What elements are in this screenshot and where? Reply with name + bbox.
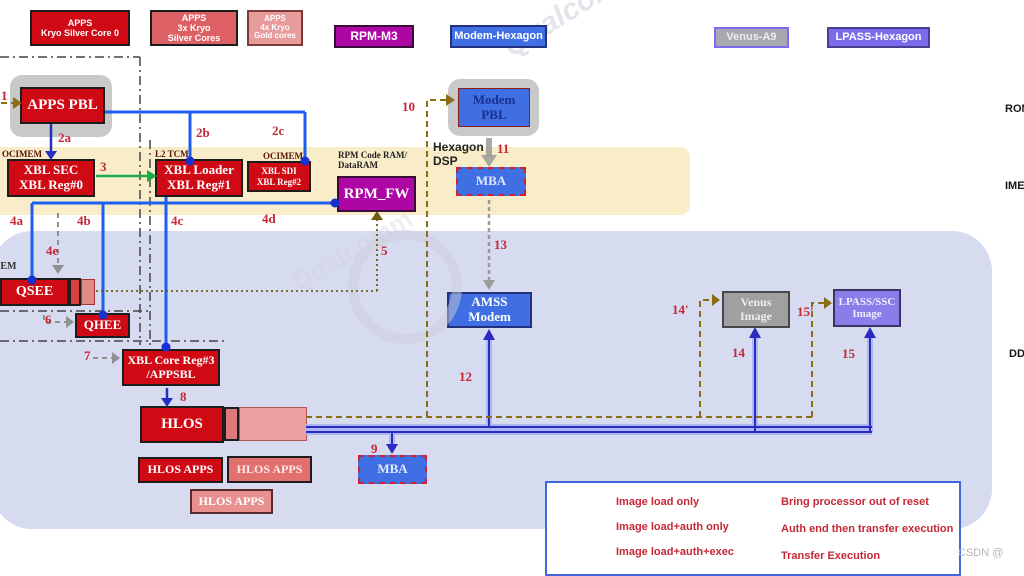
step-4e: 4e [46,243,59,258]
hlos-apps-box-3: HLOS APPS [190,489,273,514]
transfer-execution-arrow [96,170,157,182]
legend-label-auth-transfer: Auth end then transfer execution [781,523,954,535]
step-7: 7 [84,348,91,363]
rpm-ram-label: RPM Code RAM/ DataRAM [338,150,407,171]
reset-arrowheads [13,94,832,309]
legend-label-load-only: Image load only [616,496,700,508]
step-4d: 4d [262,211,276,226]
mba-top-box: MBA [456,167,526,196]
xbl-sec-box: XBL SEC XBL Reg#0 [7,159,95,197]
hlos-apps-box-2: HLOS APPS [227,456,312,483]
step-5: 5 [381,243,388,258]
qsee-segment-2 [81,279,95,305]
step-10: 10 [402,99,415,114]
step-8: 8 [180,389,187,404]
load-auth-exec-lines [306,327,876,454]
watermark-circle [348,230,462,344]
legend-label-transfer: Transfer Execution [781,550,881,562]
step-2b: 2b [196,125,210,140]
apps-pbl-box: APPS PBL [20,87,105,124]
modem-pbl-box: Modem PBL [458,88,530,127]
step-3: 3 [100,159,107,174]
rpm-fw-box: RPM_FW [337,176,416,212]
region-label-ddr: DDR [1009,348,1024,360]
xbl-loader-box: XBL Loader XBL Reg#1 [155,159,243,197]
l2tcm-label: L2 TCM [155,149,189,159]
lpass-ssc-image-box: LPASS/SSC Image [833,289,901,327]
step-2a: 2a [58,130,71,145]
step-4a: 4a [10,213,23,228]
step-6: 6 [45,312,52,327]
step-15: 15 [842,346,855,361]
step-14p: 14' [672,302,689,317]
xbl-sdi-box: XBL SDI XBL Reg#2 [247,161,311,192]
reset-arrows [1,99,824,418]
step-4b: 4b [77,213,91,228]
legend-modem-hexagon: Modem-Hexagon [450,25,547,48]
step-1: 1 [1,88,8,103]
hexagon-dsp-label: Hexagon DSP [433,140,484,168]
legend-label-reset: Bring processor out of reset [781,496,929,508]
ocimem-left-label: OCIMEM [2,149,42,159]
region-label-imem: IMEM [1005,180,1024,192]
legend-lpass-hexagon: LPASS-Hexagon [827,27,930,48]
rpm-reset-dotted [96,211,383,292]
mba-bottom-box: MBA [358,455,427,484]
legend-apps-silver: APPS 3x Kryo Silver Cores [150,10,238,46]
step-15p: 15' [797,304,814,319]
legend-panel [545,481,961,576]
xbl-core-box: XBL Core Reg#3 /APPSBL [122,349,220,386]
legend-label-load-auth: Image load+auth only [616,521,729,533]
qsee-segment-1 [69,278,81,306]
hlos-apps-box-1: HLOS APPS [138,457,223,483]
step-2c: 2c [272,123,285,138]
legend-venus-a9: Venus-A9 [714,27,789,48]
legend-rpm-m3: RPM-M3 [334,25,414,48]
region-label-rom: ROM [1005,103,1024,115]
domain-boundary-lines [0,56,225,348]
legend-apps-core0: APPS Kryo Silver Core 0 [30,10,130,46]
csdn-watermark: CSDN @ [958,547,1004,559]
hlos-box: HLOS [140,406,224,443]
step-13: 13 [494,237,507,252]
legend-apps-gold: APPS 4x Kryo Gold cores [247,10,303,46]
auth-transfer-arrows [43,138,497,364]
step-4c: 4c [171,213,184,228]
step-14: 14 [732,345,745,360]
step-9: 9 [371,441,378,456]
ocimem-right-label: OCIMEM [263,151,303,161]
venus-image-box: Venus Image [722,291,790,328]
legend-label-load-auth-exec: Image load+auth+exec [616,546,734,558]
imem-left-label: IMEM [0,261,17,272]
step-11: 11 [497,141,510,156]
load-auth-lines [27,110,340,352]
step-12: 12 [459,369,472,384]
hlos-segment-1 [224,407,239,441]
load-only-arrows [45,124,173,407]
